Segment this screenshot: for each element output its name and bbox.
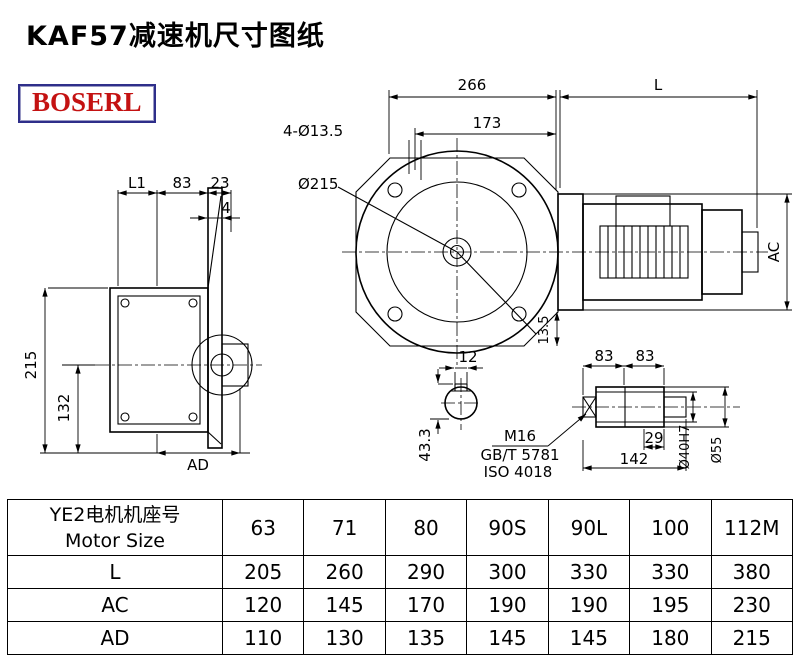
dim-29-label: 29 (644, 429, 663, 447)
dim-13-5-label: 13.5 (537, 316, 552, 345)
dim-L1-label: L1 (128, 174, 146, 192)
page-title: KAF57减速机尺寸图纸 (26, 21, 325, 52)
dimension-labels: 266 L 173 4-Ø13.5 Ø215 L1 83 23 4 215 13… (22, 76, 783, 481)
side-view (95, 187, 262, 449)
dim-142-label: 142 (620, 450, 649, 468)
size-column-112m: 112M (710, 499, 794, 556)
dim-23-label: 23 (210, 174, 229, 192)
brand-logo: BOSERL (18, 84, 156, 123)
size-column-100: 100 (629, 499, 712, 556)
shaft-detail-view (492, 363, 740, 471)
thread-label: M16 (504, 427, 536, 445)
holes-label: 4-Ø13.5 (283, 122, 343, 140)
dim-132-label: 132 (55, 394, 73, 423)
table-cell: 145 (547, 621, 631, 655)
shaft-section-view (430, 365, 483, 434)
table-cell: 260 (303, 555, 386, 589)
table-cell: 215 (710, 621, 794, 655)
size-column-90s: 90S (466, 499, 549, 556)
table-cell: 135 (384, 621, 468, 655)
brand-logo-text: BOSERL (32, 87, 142, 117)
dim-215-label: 215 (22, 351, 40, 380)
motor-size-header-cn: YE2电机机座号 (49, 503, 181, 526)
motor-size-header-cell: YE2电机机座号 Motor Size (7, 499, 223, 556)
table-cell: 195 (629, 588, 712, 622)
dim-83b-label: 83 (635, 347, 654, 365)
motor-view (557, 193, 759, 311)
table-cell: 300 (466, 555, 549, 589)
dim-4-label: 4 (221, 199, 231, 217)
table-cell: 190 (547, 588, 631, 622)
dim-83-top-label: 83 (172, 174, 191, 192)
size-column-80: 80 (384, 499, 468, 556)
table-cell: 330 (629, 555, 712, 589)
motor-size-header-en: Motor Size (65, 529, 165, 552)
size-column-63: 63 (221, 499, 305, 556)
table-cell: 380 (710, 555, 794, 589)
table-row-L: L 205 260 290 300 330 330 380 (7, 555, 794, 589)
std-iso-label: ISO 4018 (484, 463, 553, 481)
dim-173-label: 173 (473, 114, 502, 132)
table-cell: 170 (384, 588, 468, 622)
size-column-90l: 90L (547, 499, 631, 556)
table-cell: 110 (221, 621, 305, 655)
motor-size-table: YE2电机机座号 Motor Size 63 71 80 90S 90L 100… (7, 499, 794, 655)
table-cell: 145 (303, 588, 386, 622)
dia-215-label: Ø215 (298, 175, 338, 193)
table-cell: 290 (384, 555, 468, 589)
table-cell: 180 (629, 621, 712, 655)
table-cell: 230 (710, 588, 794, 622)
dia-40-label: Ø40H7 (678, 425, 693, 470)
row-label-AD: AD (7, 621, 223, 655)
front-view (337, 138, 768, 366)
dim-266-label: 266 (458, 76, 487, 94)
technical-drawing: 266 L 173 4-Ø13.5 Ø215 L1 83 23 4 215 13… (22, 76, 792, 481)
dim-83a-label: 83 (594, 347, 613, 365)
table-header-row: YE2电机机座号 Motor Size 63 71 80 90S 90L 100… (7, 499, 794, 556)
table-row-AC: AC 120 145 170 190 190 195 230 (7, 588, 794, 622)
table-cell: 120 (221, 588, 305, 622)
dim-AD-label: AD (187, 456, 209, 474)
dim-43-3-label: 43.3 (416, 428, 434, 461)
std-gb-label: GB/T 5781 (480, 446, 559, 464)
size-column-71: 71 (303, 499, 386, 556)
dim-L-label: L (654, 76, 663, 94)
table-cell: 205 (221, 555, 305, 589)
table-cell: 330 (547, 555, 631, 589)
table-row-AD: AD 110 130 135 145 145 180 215 (7, 621, 794, 655)
row-label-AC: AC (7, 588, 223, 622)
dim-AC-label: AC (765, 242, 783, 262)
row-label-L: L (7, 555, 223, 589)
table-cell: 130 (303, 621, 386, 655)
dimension-lines (40, 90, 792, 456)
table-cell: 145 (466, 621, 549, 655)
dim-12-label: 12 (458, 348, 477, 366)
table-cell: 190 (466, 588, 549, 622)
dia-55-label: Ø55 (710, 437, 725, 464)
